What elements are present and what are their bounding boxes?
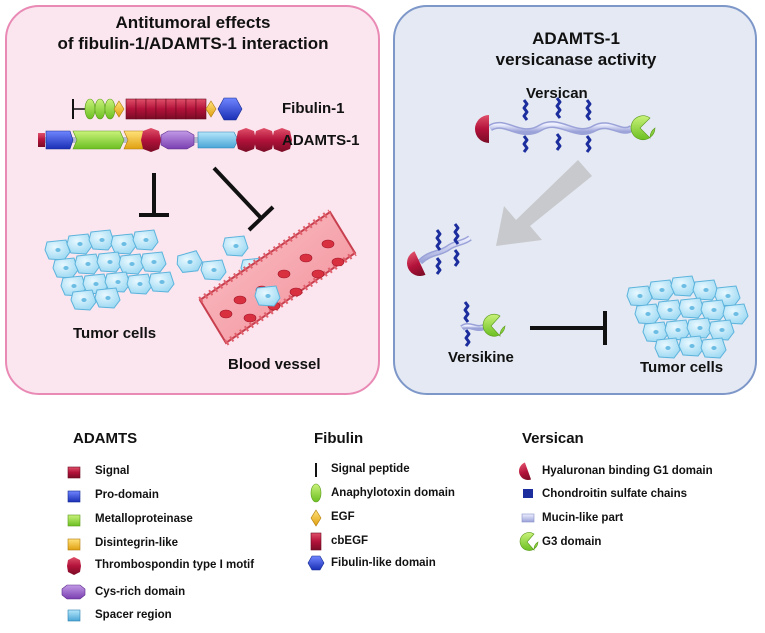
legend-adamts-thrombospondin: Thrombospondin type I motif bbox=[95, 559, 255, 571]
legend-adamts-signal: Signal bbox=[95, 465, 130, 477]
legend-adamts-pro-domain: Pro-domain bbox=[95, 489, 159, 501]
tumor-cells-cluster-right bbox=[626, 275, 749, 359]
legend-versican-g1: Hyaluronan binding G1 domain bbox=[542, 465, 713, 477]
tumor-cells-label-right: Tumor cells bbox=[640, 359, 724, 376]
spacer-icon bbox=[67, 609, 81, 622]
fibulin-1-construct bbox=[72, 97, 243, 121]
mucin-icon bbox=[521, 513, 535, 523]
chondroitin-icon bbox=[523, 489, 533, 498]
versican-label: Versican bbox=[526, 85, 588, 102]
legend-versican-g3: G3 domain bbox=[542, 536, 602, 548]
legend-fibulin-signal-peptide: Signal peptide bbox=[331, 463, 410, 475]
signal-icon bbox=[67, 466, 81, 479]
g1-domain-icon bbox=[519, 462, 532, 480]
right-panel-title: ADAMTS-1 versicanase activity bbox=[396, 28, 756, 70]
anaphylotoxin-icon bbox=[310, 483, 322, 503]
legend-adamts-metalloproteinase: Metalloproteinase bbox=[95, 513, 193, 525]
legend-versican-mucin: Mucin-like part bbox=[542, 512, 624, 524]
left-panel-title: Antitumoral effects of fibulin-1/ADAMTS-… bbox=[8, 12, 378, 54]
tumor-cells-cluster-left bbox=[44, 229, 175, 311]
blood-vessel-label: Blood vessel bbox=[228, 356, 321, 373]
legend-fibulin-cbegf: cbEGF bbox=[331, 535, 369, 547]
adamts-1-construct bbox=[38, 128, 292, 152]
fibulin-like-icon bbox=[307, 555, 325, 571]
legend-adamts-disintegrin: Disintegrin-like bbox=[95, 537, 179, 549]
legend-versican-heading: Versican bbox=[522, 430, 584, 447]
versikine-label: Versikine bbox=[448, 349, 514, 366]
metalloproteinase-icon bbox=[67, 514, 81, 527]
cbegf-icon bbox=[310, 532, 322, 551]
fibulin-1-label: Fibulin-1 bbox=[282, 100, 345, 117]
cys-rich-icon bbox=[61, 584, 86, 600]
blood-vessel bbox=[198, 209, 357, 346]
tumor-cells-label-left: Tumor cells bbox=[73, 325, 157, 342]
adamts-1-label: ADAMTS-1 bbox=[282, 132, 360, 149]
right-title-line1: ADAMTS-1 bbox=[532, 29, 620, 48]
right-title-line2: versicanase activity bbox=[495, 50, 657, 69]
disintegrin-icon bbox=[67, 538, 81, 551]
legend-versican-chondroitin: Chondroitin sulfate chains bbox=[542, 488, 688, 500]
cleavage-arrow bbox=[496, 160, 592, 246]
inhibition-arrows bbox=[139, 166, 275, 232]
legend-adamts-spacer: Spacer region bbox=[95, 609, 172, 621]
g3-domain-icon bbox=[519, 532, 539, 551]
pro-domain-icon bbox=[67, 490, 81, 503]
egf-icon bbox=[310, 509, 322, 527]
thrombospondin-icon bbox=[67, 557, 81, 575]
versikine-inhibition bbox=[530, 311, 607, 345]
legend-adamts-heading: ADAMTS bbox=[73, 430, 138, 447]
left-title-line2: of fibulin-1/ADAMTS-1 interaction bbox=[57, 34, 329, 53]
cleaved-fragment bbox=[407, 222, 472, 276]
legend-adamts-cys-rich: Cys-rich domain bbox=[95, 586, 186, 598]
legend-fibulin-egf: EGF bbox=[331, 511, 355, 523]
legend-fibulin-heading: Fibulin bbox=[314, 430, 364, 447]
versikine-molecule bbox=[460, 300, 506, 348]
left-title-line1: Antitumoral effects bbox=[115, 13, 271, 32]
left-panel bbox=[5, 5, 380, 395]
legend-fibulin-anaphylotoxin: Anaphylotoxin domain bbox=[331, 487, 455, 499]
versican-molecule bbox=[475, 96, 656, 154]
legend-fibulin-fibulin-like: Fibulin-like domain bbox=[331, 557, 436, 569]
